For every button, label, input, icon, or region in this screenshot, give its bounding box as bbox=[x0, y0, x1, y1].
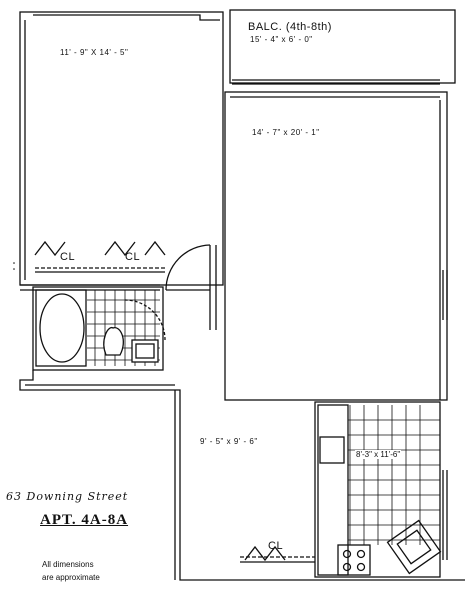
foyer-walls bbox=[19, 370, 465, 581]
note-line-1: All dimensions bbox=[42, 560, 94, 569]
balcony-dimensions: 15' - 4" x 6' - 0" bbox=[250, 35, 313, 44]
dim-marks bbox=[13, 262, 15, 270]
kitchen-dimensions: 8'-3" x 11'-6" bbox=[355, 450, 402, 459]
closet-label-2: CL bbox=[125, 251, 141, 263]
closet-label-3: CL bbox=[268, 540, 284, 552]
living-room-dimensions: 14' - 7" x 20' - 1" bbox=[252, 128, 320, 137]
closets bbox=[34, 240, 315, 563]
foyer-dimensions: 9' - 5" x 9' - 6" bbox=[200, 437, 258, 446]
bathroom bbox=[32, 286, 166, 371]
partition-walls bbox=[165, 244, 217, 330]
kitchen bbox=[314, 401, 448, 578]
bedroom-dimensions: 11' - 9" X 14' - 5" bbox=[60, 48, 129, 57]
balcony-label: BALC. (4th-8th) bbox=[248, 21, 332, 33]
closet-label-1: CL bbox=[60, 251, 76, 263]
address-label: 63 Downing Street bbox=[6, 490, 129, 503]
apartment-label: APT. 4A-8A bbox=[40, 512, 129, 528]
note-line-2: are approximate bbox=[42, 573, 100, 582]
balcony-walls bbox=[229, 9, 456, 85]
living-room-walls bbox=[224, 91, 448, 401]
